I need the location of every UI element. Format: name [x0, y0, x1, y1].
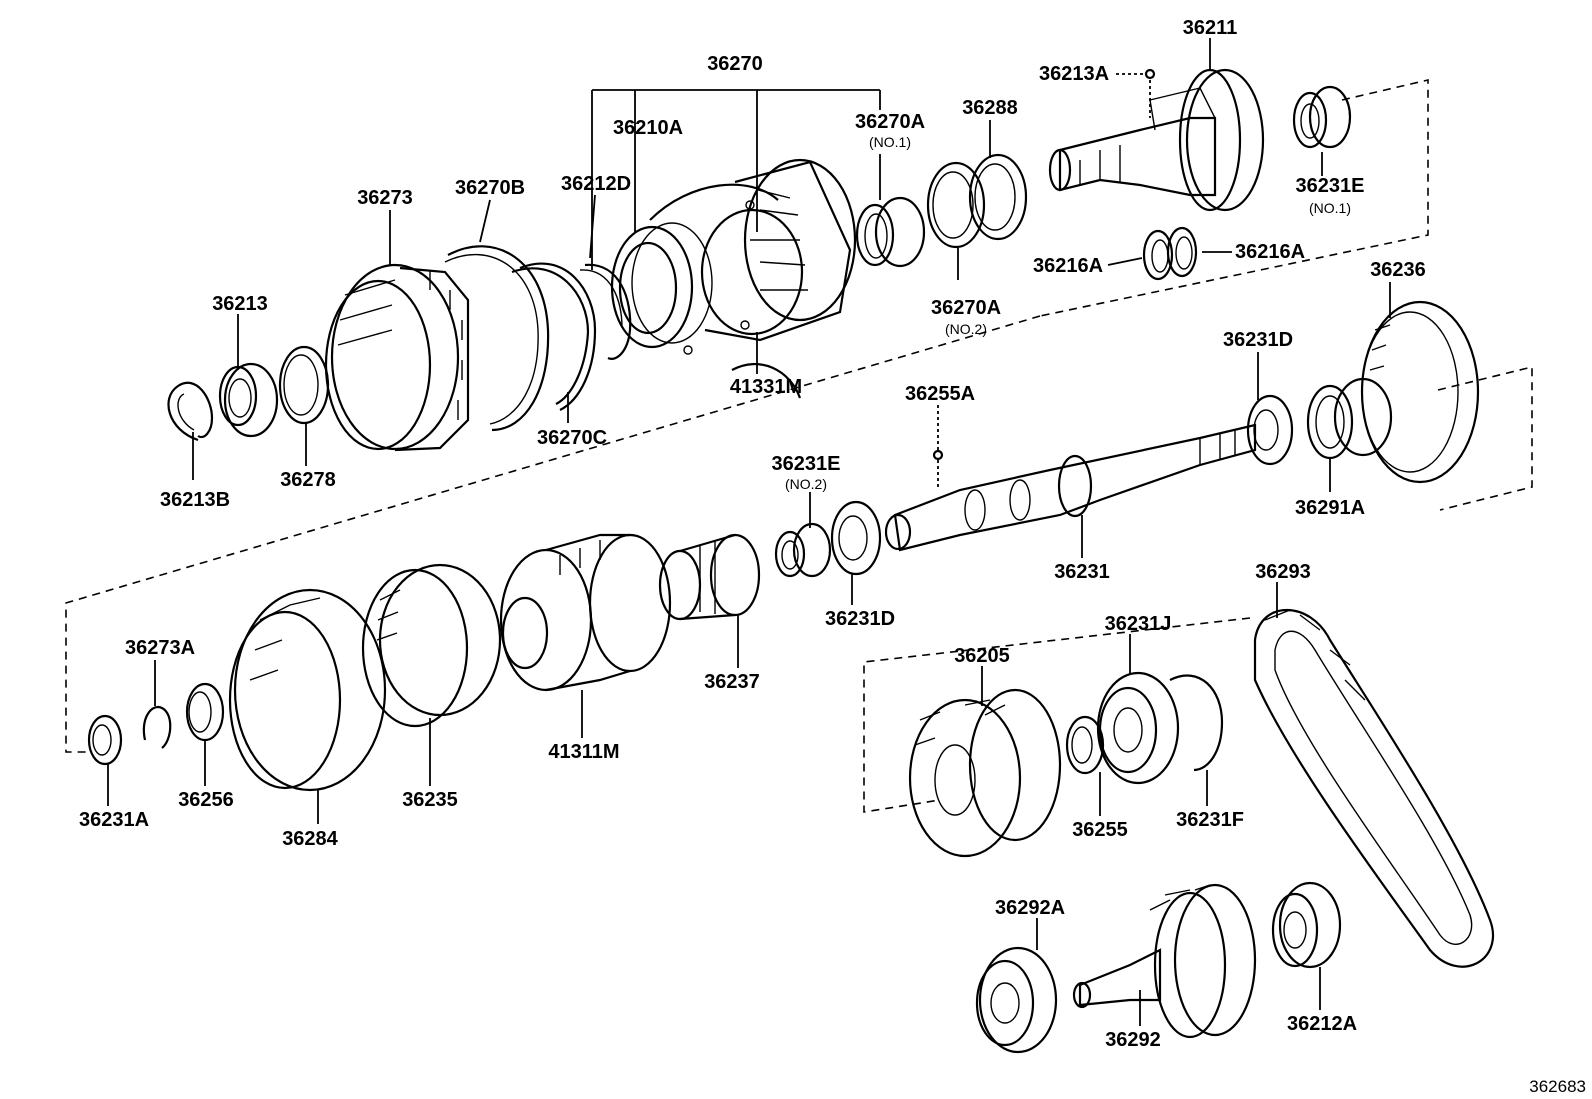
label-36231e-no2: 36231E: [772, 453, 841, 475]
label-36231e-no1: 36231E: [1296, 175, 1365, 197]
part-36255a-ball[interactable]: [932, 449, 944, 461]
part-36231a-collar[interactable]: [87, 714, 123, 766]
part-36237-gear[interactable]: [658, 533, 761, 621]
label-36231: 36231: [1054, 561, 1110, 583]
part-36212a-bearing[interactable]: [1271, 881, 1342, 969]
part-36235-ring[interactable]: [361, 563, 502, 728]
part-36211-shaft-gear[interactable]: [1048, 68, 1265, 212]
label-36270c: 36270C: [537, 427, 607, 449]
label-36270a-no2: 36270A: [931, 297, 1001, 319]
part-36231j-bearing[interactable]: [1096, 671, 1180, 785]
part-36256-collar[interactable]: [185, 682, 225, 742]
part-36270c-snap-ring[interactable]: [511, 262, 597, 411]
label-36270: 36270: [707, 53, 763, 75]
part-36270a-no1-bearing[interactable]: [855, 196, 926, 268]
label-36205: 36205: [954, 645, 1010, 667]
label-36213: 36213: [212, 293, 268, 315]
label-36212d: 36212D: [561, 173, 631, 195]
part-36231d-bottom-washer[interactable]: [830, 500, 882, 576]
label-36231d-top: 36231D: [1223, 329, 1293, 351]
label-36270b: 36270B: [455, 177, 525, 199]
part-36213b-snap-ring[interactable]: [167, 381, 214, 442]
label-no2-36270a: (NO.2): [945, 321, 987, 337]
label-36212a: 36212A: [1287, 1013, 1357, 1035]
part-36273-ring-gear[interactable]: [324, 263, 470, 452]
part-36213a-ball[interactable]: [1144, 68, 1156, 80]
part-36270b-spring[interactable]: [444, 245, 550, 432]
label-36213a: 36213A: [1039, 63, 1109, 85]
label-36292a: 36292A: [995, 897, 1065, 919]
leader-lines: [107, 38, 1391, 1026]
part-36291a-bearing[interactable]: [1306, 377, 1393, 460]
label-41331m: 41331M: [730, 376, 802, 398]
part-36273a-snap-ring[interactable]: [142, 705, 172, 749]
part-41311m-planet-carrier[interactable]: [499, 533, 672, 692]
label-36293: 36293: [1255, 561, 1311, 583]
label-36270a-no1: 36270A: [855, 111, 925, 133]
assembly-group-outlines: [65, 78, 1533, 813]
part-36292-driven-sprocket-shaft[interactable]: [1072, 883, 1257, 1039]
label-36255: 36255: [1072, 819, 1128, 841]
label-36231j: 36231J: [1105, 613, 1172, 635]
label-36237: 36237: [704, 671, 760, 693]
label-36210a: 36210A: [613, 117, 683, 139]
label-36231d-bottom: 36231D: [825, 608, 895, 630]
label-36273a: 36273A: [125, 637, 195, 659]
part-36292a-bearing[interactable]: [975, 946, 1058, 1054]
label-36292: 36292: [1105, 1029, 1161, 1051]
label-36231a: 36231A: [79, 809, 149, 831]
label-no1-36231e: (NO.1): [1309, 200, 1351, 216]
part-36216a-thrust-washers[interactable]: [1142, 226, 1198, 281]
part-36210a-bearing[interactable]: [610, 222, 713, 349]
label-36231f: 36231F: [1176, 809, 1244, 831]
part-36231e-no2-bearing[interactable]: [774, 522, 832, 578]
part-36231f-snap-ring[interactable]: [1169, 674, 1224, 772]
part-36284-ring-gear[interactable]: [228, 588, 387, 792]
label-36216a-left: 36216A: [1033, 255, 1103, 277]
label-36273: 36273: [357, 187, 413, 209]
label-36291a: 36291A: [1295, 497, 1365, 519]
label-36211: 36211: [1183, 17, 1238, 39]
part-36255-snap-ring[interactable]: [1065, 715, 1105, 775]
part-36213-collar[interactable]: [218, 362, 279, 438]
label-36255a: 36255A: [905, 383, 975, 405]
label-36284: 36284: [282, 828, 338, 850]
label-36278: 36278: [280, 469, 336, 491]
part-36278-ring[interactable]: [278, 345, 330, 425]
part-36288-washer[interactable]: [968, 153, 1028, 241]
part-labels: 36270 36210A 36270A (NO.1) 36288 36213A …: [79, 17, 1586, 1096]
label-36235: 36235: [402, 789, 458, 811]
label-no1-36270a: (NO.1): [869, 134, 911, 150]
part-36205-sprocket[interactable]: [908, 688, 1062, 858]
part-36236-ring[interactable]: [1360, 300, 1480, 484]
part-36231-mainshaft[interactable]: [884, 423, 1257, 552]
diagram-reference-number: 362683: [1529, 1077, 1586, 1096]
part-36231e-no1-bearing[interactable]: [1292, 85, 1352, 149]
label-36288: 36288: [962, 97, 1018, 119]
label-36236: 36236: [1370, 259, 1426, 281]
part-36270a-no2-washer[interactable]: [926, 161, 986, 249]
label-41311m: 41311M: [548, 741, 619, 763]
label-36256: 36256: [178, 789, 234, 811]
label-no2-36231e: (NO.2): [785, 476, 827, 492]
label-36213b: 36213B: [160, 489, 230, 511]
label-36216a-right: 36216A: [1235, 241, 1305, 263]
part-41331m-gear-carrier[interactable]: [649, 158, 857, 399]
